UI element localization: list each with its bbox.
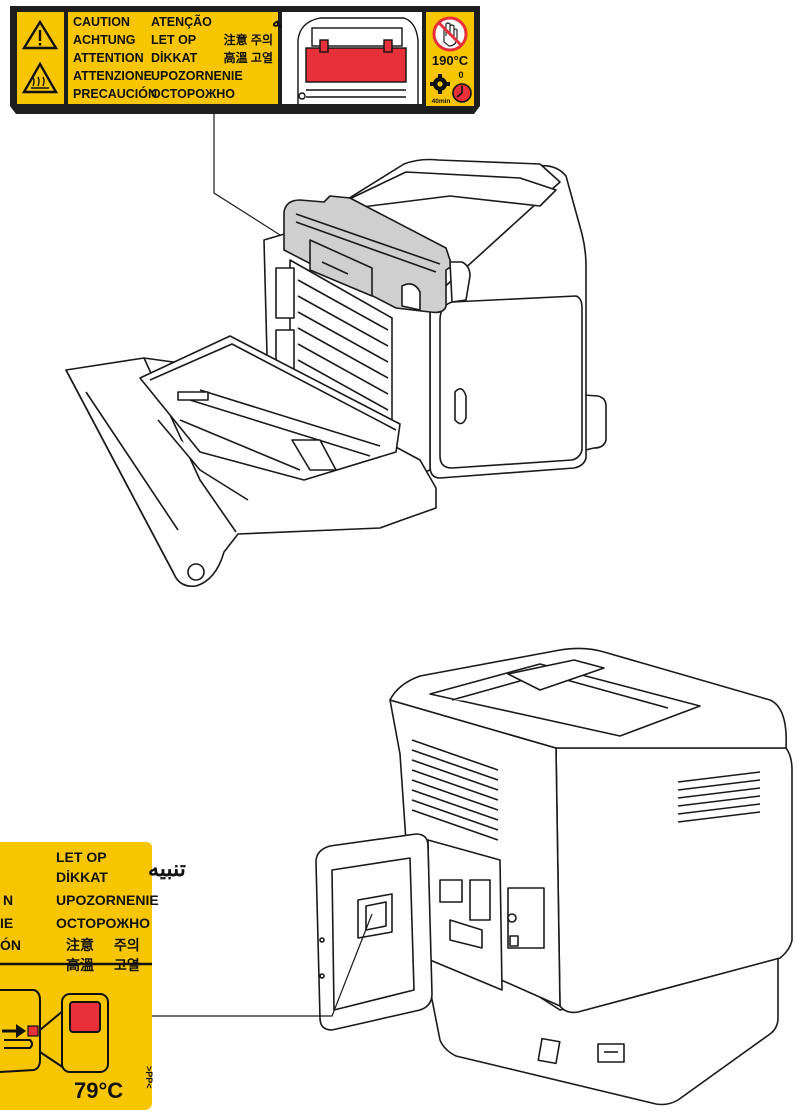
bottom-callout-line bbox=[150, 913, 373, 1017]
bottom-label-ostorozhno: OCTOPOЖНО bbox=[56, 915, 150, 931]
label-ostorozhno: OCTOPOЖНО bbox=[151, 87, 235, 101]
bottom-label-cjk-a1: 注意 bbox=[66, 937, 94, 953]
bottom-label-temperature: 79°C bbox=[74, 1078, 123, 1103]
top-label-gear-value: 0 bbox=[458, 70, 463, 80]
top-label-col1: CAUTION ACHTUNG ATTENTION ATTENZIONE PRE… bbox=[73, 15, 157, 101]
bottom-label-cjk-b1: 주의 bbox=[114, 937, 140, 953]
label-cjk-row2: 高溫 고열 bbox=[224, 50, 273, 65]
label-let-op: LET OP bbox=[151, 33, 196, 47]
no-touch-icon bbox=[432, 16, 468, 52]
bottom-label-body bbox=[0, 842, 152, 1110]
fuser-picture bbox=[297, 17, 419, 104]
top-label-time: 40min bbox=[432, 98, 451, 105]
printer-rear-open bbox=[315, 647, 793, 1106]
printer-front-open bbox=[65, 158, 607, 588]
label-dikkat: DİKKAT bbox=[151, 50, 198, 65]
bottom-label-partial-2: IE bbox=[0, 915, 13, 931]
bottom-label-side-text: >PP< bbox=[144, 1066, 154, 1089]
warning-triangle-icon bbox=[21, 19, 59, 50]
top-label-col2: ATENÇÃO LET OP DİKKAT UPOZORNENIE OCTOPO… bbox=[151, 14, 243, 101]
timer-icon bbox=[452, 83, 472, 103]
small-hot-square-icon bbox=[27, 1025, 39, 1037]
gear-icon bbox=[430, 74, 450, 94]
arrow-right-icon bbox=[2, 1024, 26, 1038]
top-label-text-panel bbox=[68, 12, 278, 104]
hot-surface-icon bbox=[21, 61, 59, 94]
bottom-label-cjk-a2: 高溫 bbox=[66, 957, 94, 973]
bottom-label-partial-1: N bbox=[3, 892, 13, 908]
bottom-label-arabic: تنبيه bbox=[148, 856, 186, 881]
bottom-caution-label: LET OP DİKKAT UPOZORNENIE OCTOPOЖНО تنبي… bbox=[0, 842, 186, 1110]
top-caution-label: CAUTION ACHTUNG ATTENTION ATTENZIONE PRE… bbox=[10, 6, 480, 114]
bottom-label-dikkat: DİKKAT bbox=[56, 869, 108, 885]
label-precaucion: PRECAUCIÓN bbox=[73, 86, 157, 101]
label-atencao: ATENÇÃO bbox=[151, 14, 212, 29]
top-label-temperature: 190°C bbox=[432, 53, 469, 68]
label-achtung: ACHTUNG bbox=[73, 33, 136, 47]
bottom-label-upozornenie: UPOZORNENIE bbox=[56, 892, 159, 908]
label-upozornenie: UPOZORNENIE bbox=[151, 69, 243, 83]
bottom-label-let-op: LET OP bbox=[56, 849, 107, 865]
bottom-label-partial-3: ÓN bbox=[0, 936, 21, 953]
label-attention: ATTENTION bbox=[73, 51, 144, 65]
label-caution: CAUTION bbox=[73, 15, 130, 29]
bottom-label-cjk-b2: 고열 bbox=[114, 957, 140, 973]
hot-red-square-icon bbox=[69, 1001, 101, 1033]
label-cjk-row1: 注意 주의 bbox=[224, 32, 273, 47]
label-attenzione: ATTENZIONE bbox=[73, 69, 152, 83]
